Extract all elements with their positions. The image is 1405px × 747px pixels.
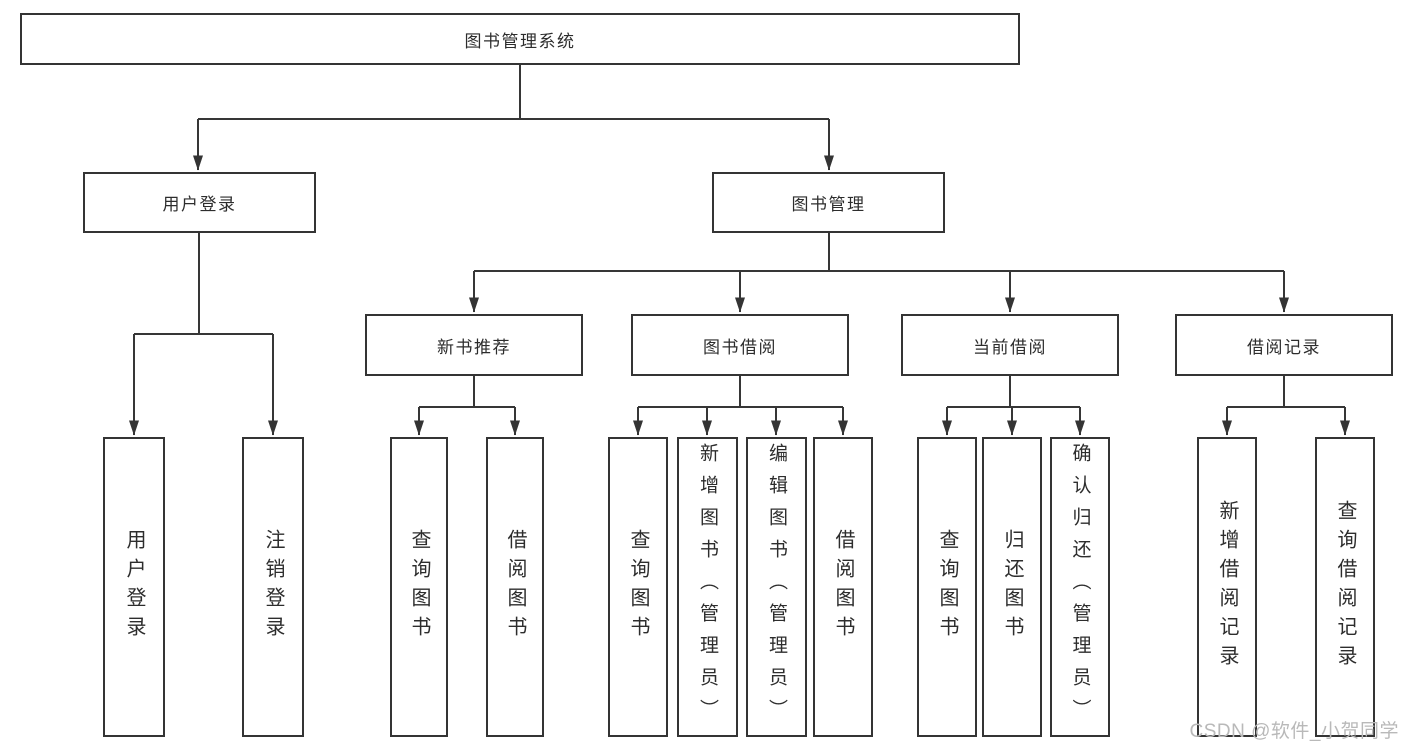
node-book-borrow-label: 图书借阅 (703, 337, 777, 357)
node-user-login-label: 用户登录 (162, 195, 237, 214)
node-root-system: 图书管理系统 (20, 13, 1020, 65)
leaf-edit-books-admin-label: 编辑图书（管理员） (766, 443, 787, 731)
leaf-recommend-borrow-books-label: 借阅图书 (504, 529, 526, 645)
leaf-current-query-books-label: 查询图书 (936, 529, 958, 645)
node-root-label: 图书管理系统 (464, 31, 576, 51)
leaf-user-login: 用户登录 (103, 437, 165, 737)
node-new-book-recommend: 新书推荐 (365, 314, 583, 376)
node-user-login: 用户登录 (83, 172, 316, 233)
leaf-borrow-query-books-label: 查询图书 (627, 529, 649, 645)
node-book-management-label: 图书管理 (791, 195, 866, 214)
leaf-return-books-label: 归还图书 (1001, 529, 1023, 645)
node-borrow-records: 借阅记录 (1175, 314, 1393, 376)
leaf-confirm-return-admin: 确认归还（管理员） (1050, 437, 1110, 737)
leaf-recommend-query-books-label: 查询图书 (408, 529, 430, 645)
leaf-add-books-admin-label: 新增图书（管理员） (697, 443, 718, 731)
leaf-confirm-return-admin-label: 确认归还（管理员） (1069, 443, 1091, 731)
csdn-watermark: CSDN @软件_小贺同学 (1189, 721, 1399, 742)
leaf-current-query-books: 查询图书 (917, 437, 977, 737)
leaf-borrow-books: 借阅图书 (813, 437, 873, 737)
node-book-management: 图书管理 (712, 172, 945, 233)
leaf-borrow-query-books: 查询图书 (608, 437, 668, 737)
node-current-borrow-label: 当前借阅 (973, 337, 1047, 357)
leaf-logout: 注销登录 (242, 437, 304, 737)
leaf-query-borrow-record-label: 查询借阅记录 (1334, 500, 1356, 674)
leaf-add-borrow-record-label: 新增借阅记录 (1216, 500, 1238, 674)
leaf-recommend-query-books: 查询图书 (390, 437, 448, 737)
node-current-borrow: 当前借阅 (901, 314, 1119, 376)
leaf-add-books-admin: 新增图书（管理员） (677, 437, 738, 737)
leaf-edit-books-admin: 编辑图书（管理员） (746, 437, 807, 737)
leaf-query-borrow-record: 查询借阅记录 (1315, 437, 1375, 737)
leaf-add-borrow-record: 新增借阅记录 (1197, 437, 1257, 737)
leaf-borrow-books-label: 借阅图书 (832, 529, 854, 645)
leaf-logout-label: 注销登录 (262, 529, 284, 645)
leaf-return-books: 归还图书 (982, 437, 1042, 737)
leaf-recommend-borrow-books: 借阅图书 (486, 437, 544, 737)
node-borrow-records-label: 借阅记录 (1247, 337, 1321, 357)
leaf-user-login-label: 用户登录 (123, 529, 145, 645)
node-new-book-recommend-label: 新书推荐 (437, 337, 511, 357)
node-book-borrow: 图书借阅 (631, 314, 849, 376)
